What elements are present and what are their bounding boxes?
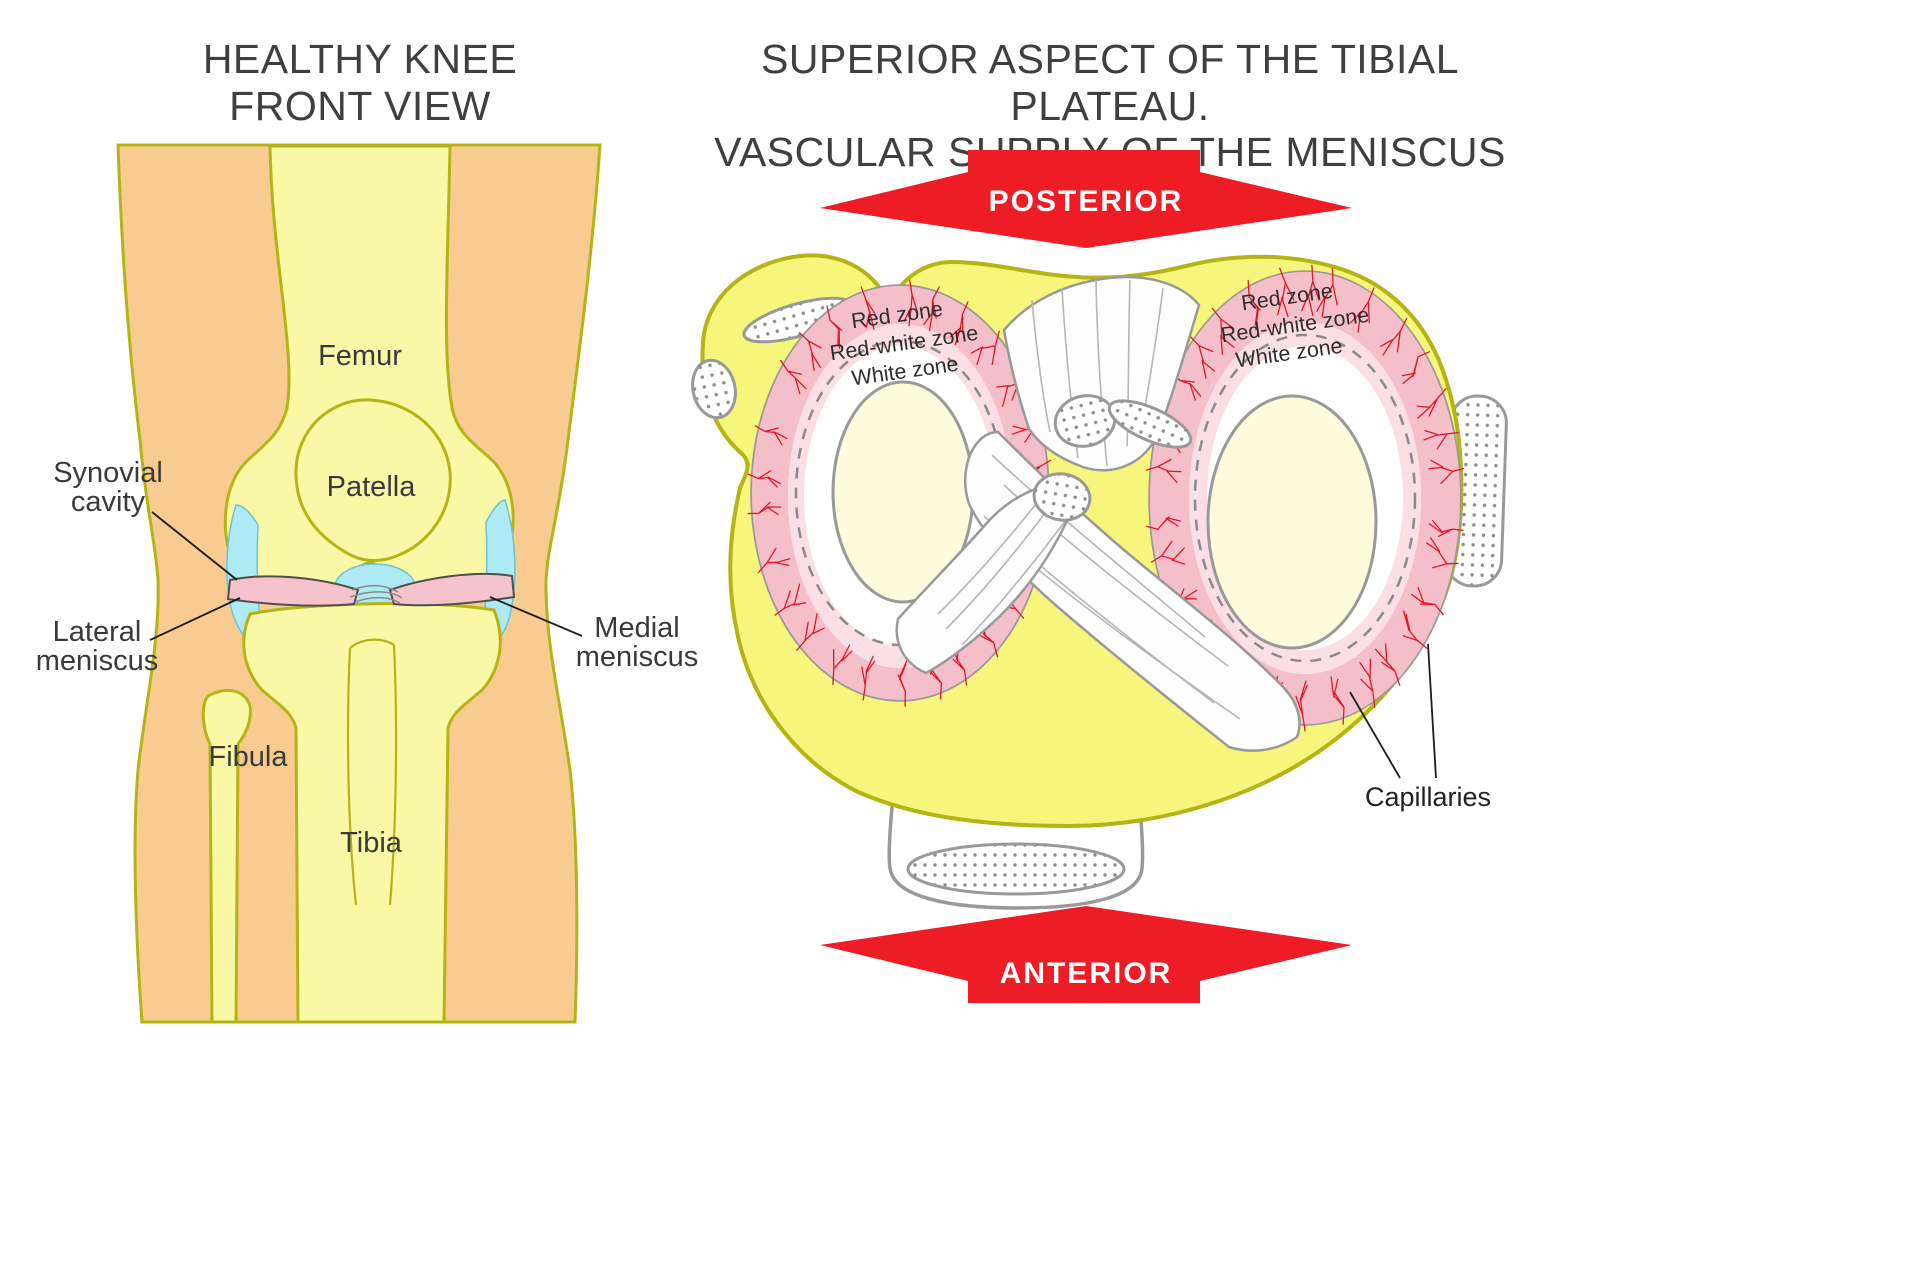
left-panel-title: HEALTHY KNEE FRONT VIEW [40,36,680,129]
posterior-arrow [820,150,1352,248]
medial-meniscus-label-line1: Medial [594,612,679,644]
ligament-cut-cross-section-3 [1107,399,1193,449]
tibia-label: Tibia [340,827,403,859]
fibula-bone [201,689,252,1024]
patella-label: Patella [327,471,417,503]
lateral-meniscus-label-line1: Lateral [53,616,142,648]
knee-front-view: Femur Patella Synovial cavity Lateral me… [36,143,699,1024]
lateral-meniscus-pointer-line [149,597,241,641]
anterior-horn-striations [937,503,1067,646]
fibula-head-cut-surface [691,358,737,420]
pcl-striations [1031,279,1164,467]
right-title-line1: SUPERIOR ASPECT OF THE TIBIAL PLATEAU. [760,36,1460,129]
capillaries-pointer-line-2 [1427,643,1437,779]
fibula-label: Fibula [209,741,289,773]
medial-meniscus-zone-boundary [1193,333,1417,663]
left-title-line1: HEALTHY KNEE [202,36,518,82]
medial-meniscus-pointer-line [489,596,583,637]
synovial-cavity-pointer-line [151,511,238,581]
medial-meniscus-inner-edge [1206,394,1378,650]
femur-label: Femur [318,340,402,372]
capillaries-label: Capillaries [1365,782,1491,812]
anterior-tibia-cut-surface [906,842,1126,896]
posterior-label: POSTERIOR [989,185,1184,218]
left-title-line2: FRONT VIEW [229,82,491,129]
anterior-arrow [820,906,1352,1003]
medial-meniscus-label-line2: meniscus [576,641,699,673]
capillaries-pointer-line-1 [1349,691,1401,779]
synovial-cavity-label-line2: cavity [71,486,146,518]
synovial-cavity-label-line1: Synovial [53,457,163,489]
medial-meniscus-shape [388,572,516,607]
tibia-ridge-lines [346,638,398,906]
lateral-meniscus-shape [226,575,360,607]
patella-bone [294,398,452,562]
ligament-cut-cross-section-2 [1032,472,1092,522]
tibial-plateau-view: POSTERIOR [691,150,1508,1003]
intermeniscal-ligament-strands [349,585,403,604]
lateral-meniscus-label-line2: meniscus [36,645,159,677]
anterior-label: ANTERIOR [1000,957,1173,990]
acl-striations [983,454,1241,720]
